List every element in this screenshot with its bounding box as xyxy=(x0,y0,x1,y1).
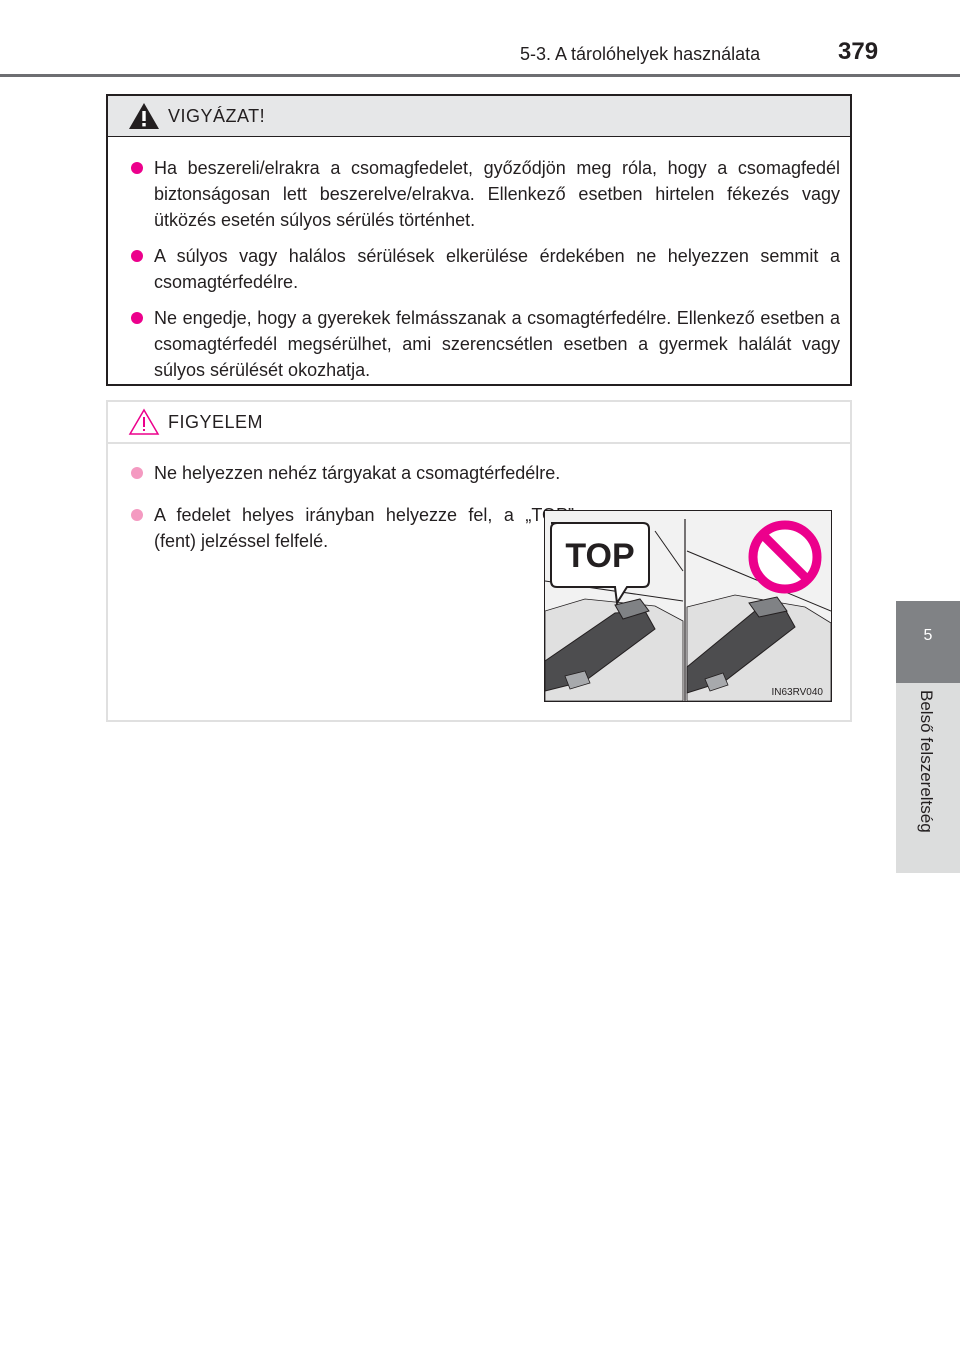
caution-triangle-icon xyxy=(128,408,160,435)
section-title: 5-3. A tárolóhelyek használata xyxy=(520,44,761,64)
page-number: 379 xyxy=(838,38,879,65)
figure-code: IN63RV040 xyxy=(771,687,823,698)
caution-label: FIGYELEM xyxy=(168,412,264,432)
header-rule xyxy=(0,74,960,77)
warning-item: Ne engedje, hogy a gyerekek felmásszanak… xyxy=(108,305,850,383)
warning-item: Ha beszereli/elrakra a csomagfedelet, gy… xyxy=(108,155,850,233)
chapter-label: Belső felszereltség xyxy=(917,690,936,833)
caution-box: FIGYELEM Ne helyezzen nehéz tárgyakat a … xyxy=(106,400,852,722)
warning-item: A súlyos vagy halálos sérülések elkerülé… xyxy=(108,243,850,295)
warning-header: VIGYÁZAT! xyxy=(108,96,850,137)
chapter-number: 5 xyxy=(923,627,933,644)
caution-item: Ne helyezzen nehéz tárgyakat a csomagtér… xyxy=(108,460,906,486)
warning-triangle-icon xyxy=(129,103,159,129)
cover-orientation-illustration: TOP IN63RV040 xyxy=(544,510,832,702)
caution-item: A fedelet helyes irányban helyezze fel, … xyxy=(108,502,584,554)
cover-illustration-drawing: TOP xyxy=(545,519,831,701)
chapter-tab: 5 xyxy=(896,601,960,683)
caution-header: FIGYELEM xyxy=(108,402,850,444)
no-entry-icon xyxy=(748,520,822,594)
warning-list: Ha beszereli/elrakra a csomagfedelet, gy… xyxy=(108,137,850,383)
top-marking-label: TOP xyxy=(565,537,634,575)
warning-label: VIGYÁZAT! xyxy=(168,106,266,126)
warning-box: VIGYÁZAT! Ha beszereli/elrakra a csomagf… xyxy=(106,94,852,386)
